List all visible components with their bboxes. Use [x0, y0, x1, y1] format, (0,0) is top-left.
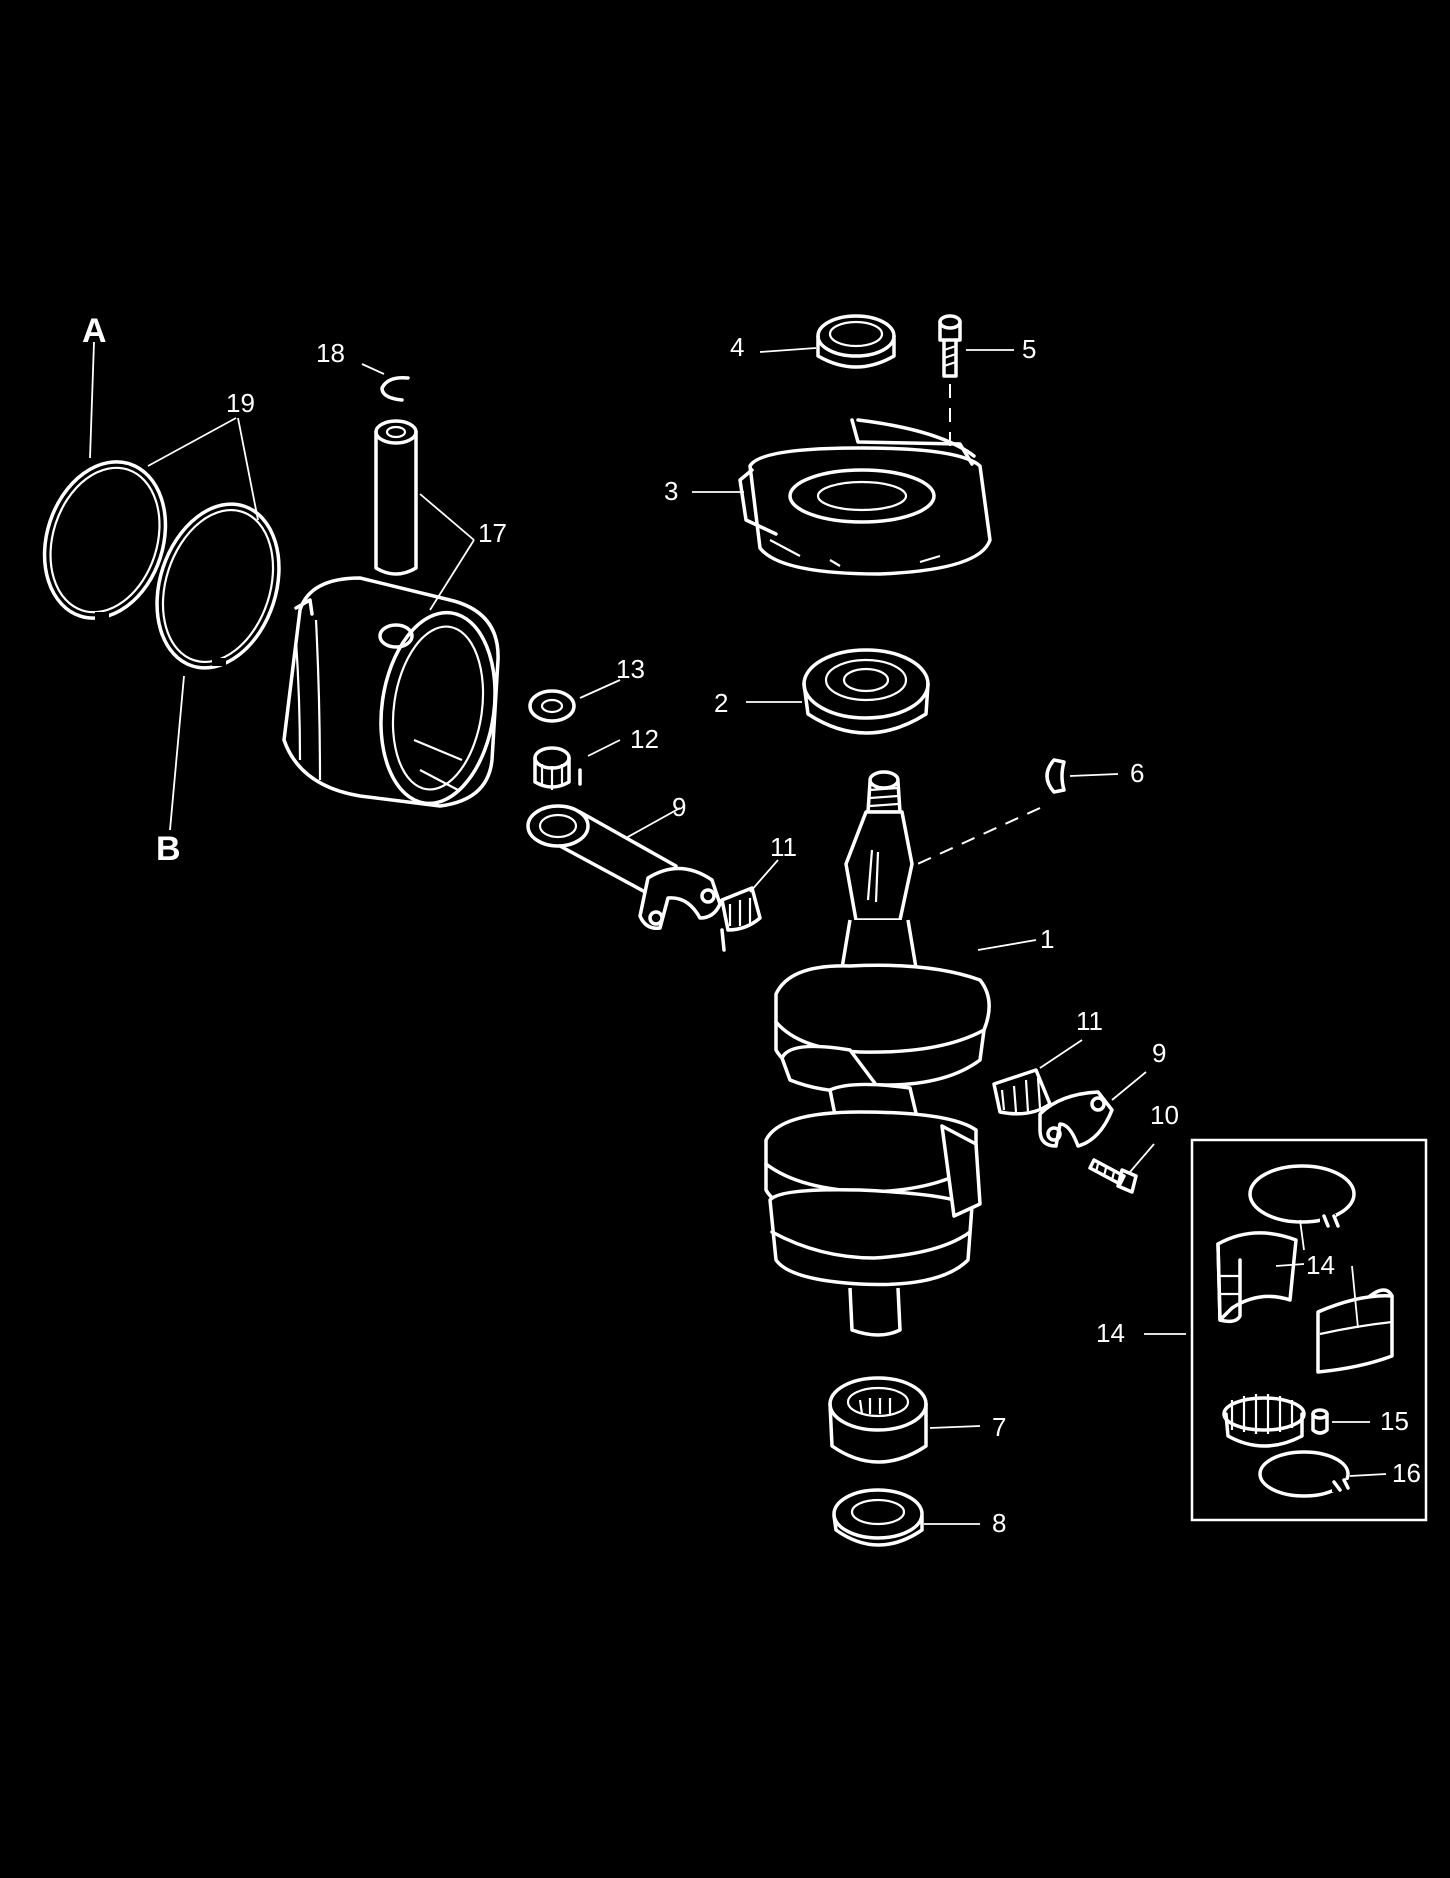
label-14-inset: 14	[1306, 1250, 1335, 1280]
label-11-upper: 11	[770, 832, 797, 862]
woodruff-key	[1045, 758, 1066, 794]
part-labels: A B 19 18 17 13 12 9 11 4 5 3 2 6 1 11 9…	[82, 312, 1421, 1538]
main-bearing-race-half-left	[1216, 1231, 1298, 1324]
label-19: 19	[226, 388, 255, 418]
label-2: 2	[714, 688, 728, 718]
retaining-ring-lower	[1258, 1450, 1350, 1498]
lower-roller-bearing	[828, 1376, 928, 1464]
piston-ring-b	[155, 502, 281, 670]
upper-oil-seal	[816, 314, 896, 369]
label-9-upper: 9	[672, 792, 686, 822]
roller-set	[1222, 1394, 1306, 1448]
piston-ring-a	[42, 460, 168, 620]
inset-box	[1190, 1138, 1428, 1522]
loose-roller	[1311, 1408, 1329, 1435]
label-5: 5	[1022, 334, 1036, 364]
thrust-washer	[528, 689, 576, 723]
crankshaft	[764, 770, 991, 1337]
piston-pin	[374, 419, 418, 576]
label-8: 8	[992, 1508, 1006, 1538]
label-a: A	[82, 312, 107, 350]
circlip	[380, 375, 410, 402]
upper-bearing-retainer	[738, 418, 992, 576]
key-axis-line	[899, 807, 1041, 873]
label-9-lower: 9	[1152, 1038, 1166, 1068]
label-18: 18	[316, 338, 345, 368]
label-15: 15	[1380, 1406, 1409, 1436]
main-bearing-race-half-right	[1316, 1288, 1394, 1374]
label-1: 1	[1040, 924, 1054, 954]
label-13: 13	[616, 654, 645, 684]
label-3: 3	[664, 476, 678, 506]
socket-head-screw	[938, 314, 962, 378]
label-14-box: 14	[1096, 1318, 1125, 1348]
rod-bearing-cage-lower	[992, 1068, 1052, 1116]
ball-bearing	[802, 648, 930, 735]
label-11-lower: 11	[1076, 1006, 1103, 1036]
rod-bearing-cage-upper	[720, 886, 762, 952]
connecting-rod-cap	[1038, 1090, 1114, 1148]
leader-lines	[89, 341, 1387, 1525]
lower-oil-seal	[832, 1488, 924, 1547]
connecting-rod	[526, 804, 722, 930]
label-7: 7	[992, 1412, 1006, 1442]
label-12: 12	[630, 724, 659, 754]
label-b: B	[156, 830, 181, 868]
retaining-ring-upper	[1248, 1164, 1356, 1228]
needle-bearing-small	[533, 746, 582, 790]
rod-cap-screw	[1088, 1158, 1138, 1194]
label-6: 6	[1130, 758, 1144, 788]
piston	[282, 576, 500, 808]
label-4: 4	[730, 332, 744, 362]
label-10: 10	[1150, 1100, 1179, 1130]
label-16: 16	[1392, 1458, 1421, 1488]
label-17: 17	[478, 518, 507, 548]
